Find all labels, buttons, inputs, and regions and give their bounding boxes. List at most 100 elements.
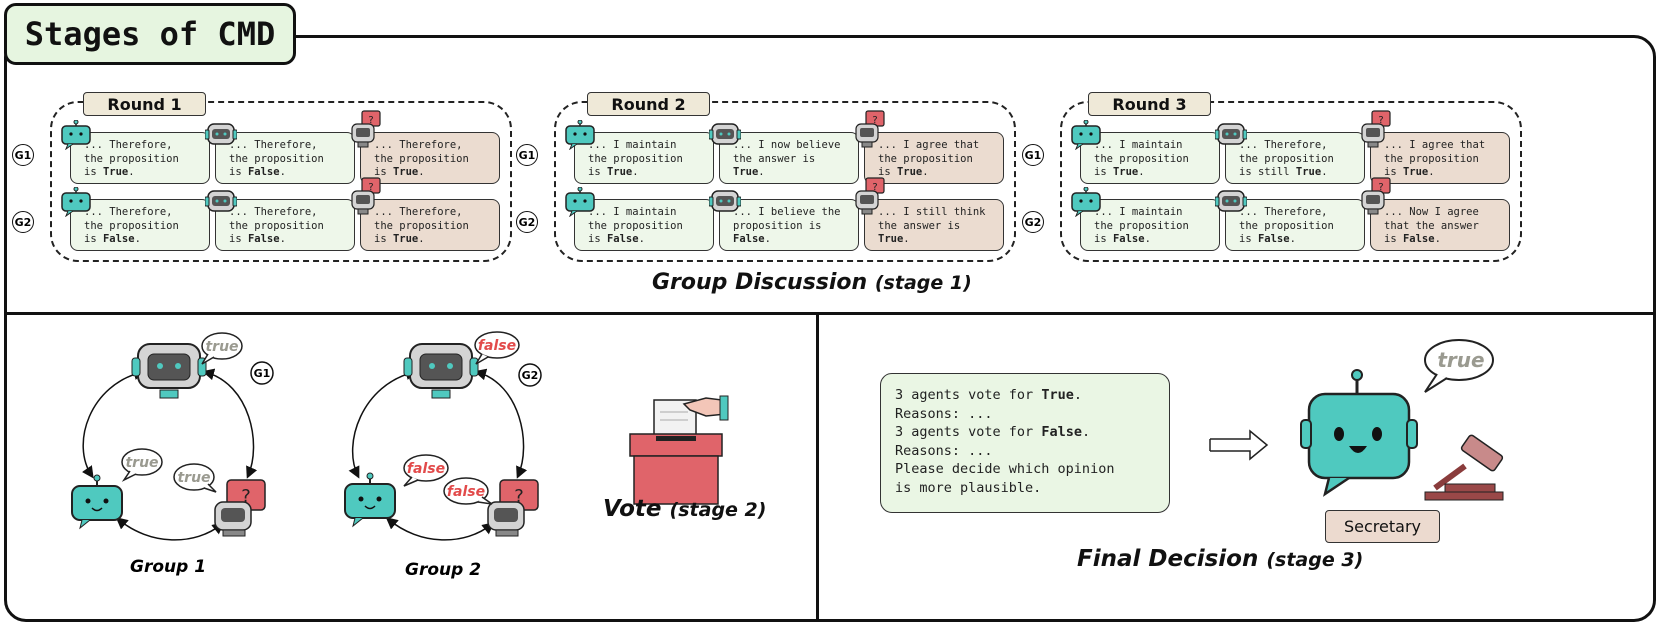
prompt-line: Reasons: ... [895,442,993,459]
round-label: Round 1 [83,92,206,116]
speech-bubble: false [474,331,520,365]
round-frame [50,101,512,262]
svg-text:true: true [1437,348,1484,372]
agent-message-bubble: ... Therefore, the proposition is True. [70,132,210,184]
stage-divider-vertical [816,313,819,621]
agent-message-bubble: ... I maintain the proposition is False. [1080,199,1220,251]
outer-frame [4,35,1656,622]
svg-text:false: false [447,484,485,500]
red-question-robot-icon: ? [487,479,539,537]
red-question-robot-icon: ? [350,177,384,221]
page-title: Stages of CMD [4,3,296,65]
group-tag: G1 [12,144,34,166]
agent-message-bubble: ... I agree that the proposition is True… [1370,132,1510,184]
svg-text:?: ? [872,182,877,193]
speech-bubble: false [403,454,449,487]
secretary-robot-icon [1300,369,1418,497]
svg-text:?: ? [514,486,524,507]
group-tag: G1 [516,144,538,166]
gavel-icon [1424,434,1504,501]
headset-robot-icon [1214,120,1248,154]
prompt-line: is more plausible. [895,479,1042,496]
stage3-label: Final Decision (stage 3) [1077,546,1364,572]
headset-robot-icon [204,187,238,221]
group1-cycle [81,368,258,541]
red-question-robot-icon: ? [214,479,266,537]
teal-robot-icon [60,119,92,154]
svg-text:?: ? [1378,115,1383,126]
speech-bubble: true [201,332,243,365]
headset-robot-icon [204,120,238,154]
svg-text:?: ? [241,486,251,507]
speech-bubble: true [121,448,163,482]
agent-message-bubble: ... I now believe the answer is True. [719,132,859,184]
group-tag: G2 [1022,211,1044,233]
stage1-label: Group Discussion (stage 1) [652,270,972,295]
agent-message-bubble: ... Therefore, the proposition is False. [215,132,355,184]
stage2-diagram: ? true true true G1 ? [71,331,729,541]
agent-message-bubble: ... I still think the answer is True. [864,199,1004,251]
speech-bubble: true [1424,339,1494,393]
agent-message-bubble: ... Therefore, the proposition is True. [360,132,500,184]
teal-robot-icon [344,472,396,528]
red-question-robot-icon: ? [854,177,888,221]
stage2-label: Vote (stage 2) [603,496,767,522]
red-question-robot-icon: ? [1360,177,1394,221]
red-question-robot-icon: ? [350,110,384,154]
headset-robot-icon [131,343,207,399]
secretary-prompt-box: 3 agents vote for True. Reasons: ... 3 age… [880,373,1170,513]
agent-message-bubble: ... Therefore, the proposition is False. [70,199,210,251]
group-tag: G1 [1022,144,1044,166]
red-question-robot-icon: ? [854,110,888,154]
svg-text:true: true [125,455,158,471]
speech-bubble: true [173,463,217,493]
speech-bubble: false [443,477,493,505]
ballot-box-icon [629,395,729,505]
teal-robot-icon [564,186,596,221]
agent-message-bubble: ... Therefore, the proposition is still … [1225,132,1365,184]
svg-text:?: ? [368,115,373,126]
prompt-line: 3 agents vote for True. [895,387,1082,403]
group1-label: Group 1 [130,557,207,577]
headset-robot-icon [708,120,742,154]
agent-message-bubble: ... I maintain the proposition is True. [1080,132,1220,184]
svg-text:false: false [478,338,516,354]
svg-text:true: true [205,339,238,355]
round-frame [554,101,1016,262]
svg-text:?: ? [368,182,373,193]
group1-tag: G1 [250,361,274,385]
teal-robot-icon [71,474,123,530]
secretary-illustration: true [1300,339,1504,501]
group-tag: G2 [516,211,538,233]
prompt-line: Reasons: ... [895,405,993,422]
headset-robot-icon [708,187,742,221]
svg-text:false: false [407,461,445,477]
red-question-robot-icon: ? [1360,110,1394,154]
agent-message-bubble: ... Now I agree that the answer is False… [1370,199,1510,251]
group2-label: Group 2 [405,560,482,580]
group-tag: G2 [12,211,34,233]
agent-message-bubble: ... Therefore, the proposition is True. [360,199,500,251]
stage-divider-horizontal [4,312,1656,315]
secretary-label: Secretary [1325,510,1440,543]
round-label: Round 3 [1088,92,1211,116]
svg-text:?: ? [872,115,877,126]
agent-message-bubble: ... I maintain the proposition is False. [574,199,714,251]
prompt-line: 3 agents vote for False. [895,424,1091,440]
svg-text:?: ? [1378,182,1383,193]
teal-robot-icon [1070,186,1102,221]
teal-robot-icon [564,119,596,154]
teal-robot-icon [60,186,92,221]
svg-text:true: true [177,470,210,486]
round-label: Round 2 [587,92,710,116]
svg-text:G1: G1 [254,367,271,380]
svg-text:G2: G2 [522,369,539,382]
agent-message-bubble: ... I agree that the proposition is True… [864,132,1004,184]
headset-robot-icon [403,343,479,399]
agent-message-bubble: ... Therefore, the proposition is False. [1225,199,1365,251]
agent-message-bubble: ... I believe the proposition is False. [719,199,859,251]
headset-robot-icon [1214,187,1248,221]
teal-robot-icon [1070,119,1102,154]
agent-message-bubble: ... Therefore, the proposition is False. [215,199,355,251]
prompt-line: Please decide which opinion [895,461,1115,477]
